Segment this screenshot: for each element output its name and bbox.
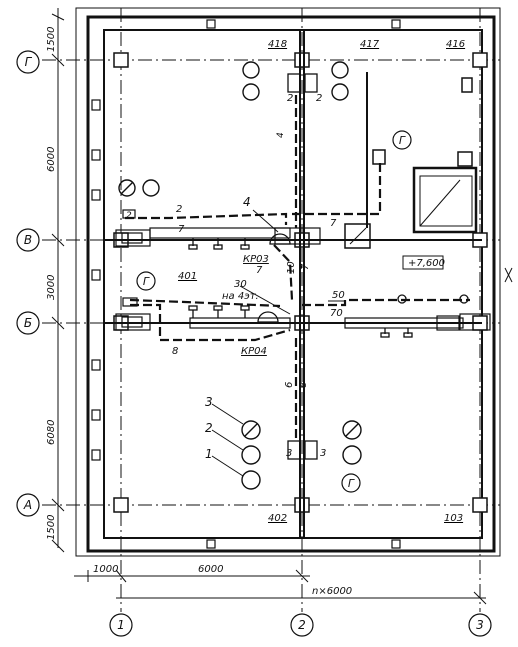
- bottom-dimension-labels: 1000 6000 n×6000: [93, 564, 352, 597]
- left-dimension-line: [51, 8, 65, 553]
- leader-lines: [211, 209, 513, 477]
- riser-labels: КР03 КР04 на 4эт. +7,600: [222, 254, 445, 357]
- pipe-label: 50: [332, 290, 345, 301]
- pipe-label: 4: [243, 195, 251, 209]
- dim-3000: 3000: [46, 275, 57, 300]
- axis-letter-G: Г: [25, 55, 33, 69]
- small-mark: 4: [276, 132, 286, 138]
- axis-marker-G: [16, 50, 40, 74]
- wall-pilasters: [91, 19, 401, 549]
- gas-symbol: Г: [348, 477, 355, 490]
- axis-marker-1: [109, 613, 133, 637]
- level-mark: +7,600: [408, 258, 445, 269]
- axis-letter-A: А: [23, 498, 32, 512]
- pipe-label: 2: [287, 93, 293, 104]
- axis-marker-3: [468, 613, 492, 637]
- axis-marker-2: [290, 613, 314, 637]
- axis-letter-labels: Г В Б А 1 2 3: [23, 55, 484, 632]
- room-418: 418: [268, 39, 287, 50]
- pipe-label: 7: [178, 224, 185, 235]
- pipe-label: 70: [330, 308, 343, 319]
- dim-1500-top: 1500: [46, 27, 57, 52]
- room-417: 417: [360, 39, 380, 50]
- axis-marker-B: [16, 311, 40, 335]
- gas-symbol-labels: Г Г Г: [143, 134, 406, 490]
- small-mark: 2: [126, 211, 132, 221]
- gas-symbol: Г: [143, 275, 150, 288]
- room-401: 401: [178, 271, 197, 282]
- small-marks: 4 2: [126, 132, 286, 221]
- bottom-dimension-lines: [74, 569, 487, 605]
- dim-1500-bottom: 1500: [46, 515, 57, 540]
- pipe-label: 10: [286, 261, 297, 274]
- legend-1: 1: [205, 447, 213, 461]
- pipe-label: 8: [298, 382, 309, 388]
- axis-number-1: 1: [117, 618, 125, 632]
- legend-3: 3: [205, 395, 213, 409]
- pipe-label: 6: [284, 382, 295, 388]
- legend-numbers: 3 2 1: [205, 395, 213, 461]
- building-walls: [75, 7, 501, 557]
- stair-shaft: [344, 77, 478, 249]
- pipe-label: 7: [300, 263, 311, 270]
- room-labels: 418 417 416 401 402 103: [178, 39, 465, 524]
- axis-letter-B: Б: [24, 316, 32, 330]
- dim-6000-bottom: 6000: [198, 564, 223, 575]
- pipe-label: 3: [320, 448, 326, 459]
- room-402: 402: [268, 513, 287, 524]
- room-416: 416: [446, 39, 465, 50]
- partitions: [104, 30, 482, 538]
- axis-letter-V: В: [24, 233, 32, 247]
- gas-symbol: Г: [399, 134, 406, 147]
- axis-marker-A: [16, 493, 40, 517]
- gas-stoves: [118, 61, 362, 490]
- pipe-label: 7: [330, 218, 337, 229]
- riser-kr03: КР03: [243, 254, 269, 265]
- gas-pipelines: [125, 95, 470, 440]
- gas-markers: [136, 130, 412, 493]
- dim-6000: 6000: [46, 147, 57, 172]
- left-dimension-labels: 1500 6000 3000 6080 1500: [46, 27, 57, 540]
- dim-6080: 6080: [46, 420, 57, 445]
- pipe-label: 3: [286, 448, 292, 459]
- axis-number-3: 3: [476, 618, 484, 632]
- legend-2: 2: [205, 421, 213, 435]
- pipe-label: 2: [316, 93, 322, 104]
- pipe-number-labels: 2 7 4 7 7 10 7 30 50 70 8 6 8 3 3 2 2: [172, 93, 345, 459]
- pipe-label: 7: [256, 265, 263, 276]
- dim-n-6000: n×6000: [312, 586, 352, 597]
- pipe-label: 2: [176, 204, 182, 215]
- level-mark-frame: [402, 255, 444, 270]
- riser-kr04: КР04: [241, 346, 267, 357]
- axis-marker-V: [16, 228, 40, 252]
- dim-1000: 1000: [93, 564, 118, 575]
- floor-note: на 4эт.: [222, 291, 259, 302]
- room-103: 103: [444, 513, 463, 524]
- pipe-label: 30: [234, 279, 247, 290]
- pipe-label: 8: [172, 346, 178, 357]
- axis-number-2: 2: [298, 618, 306, 632]
- axis-markers: [16, 50, 492, 637]
